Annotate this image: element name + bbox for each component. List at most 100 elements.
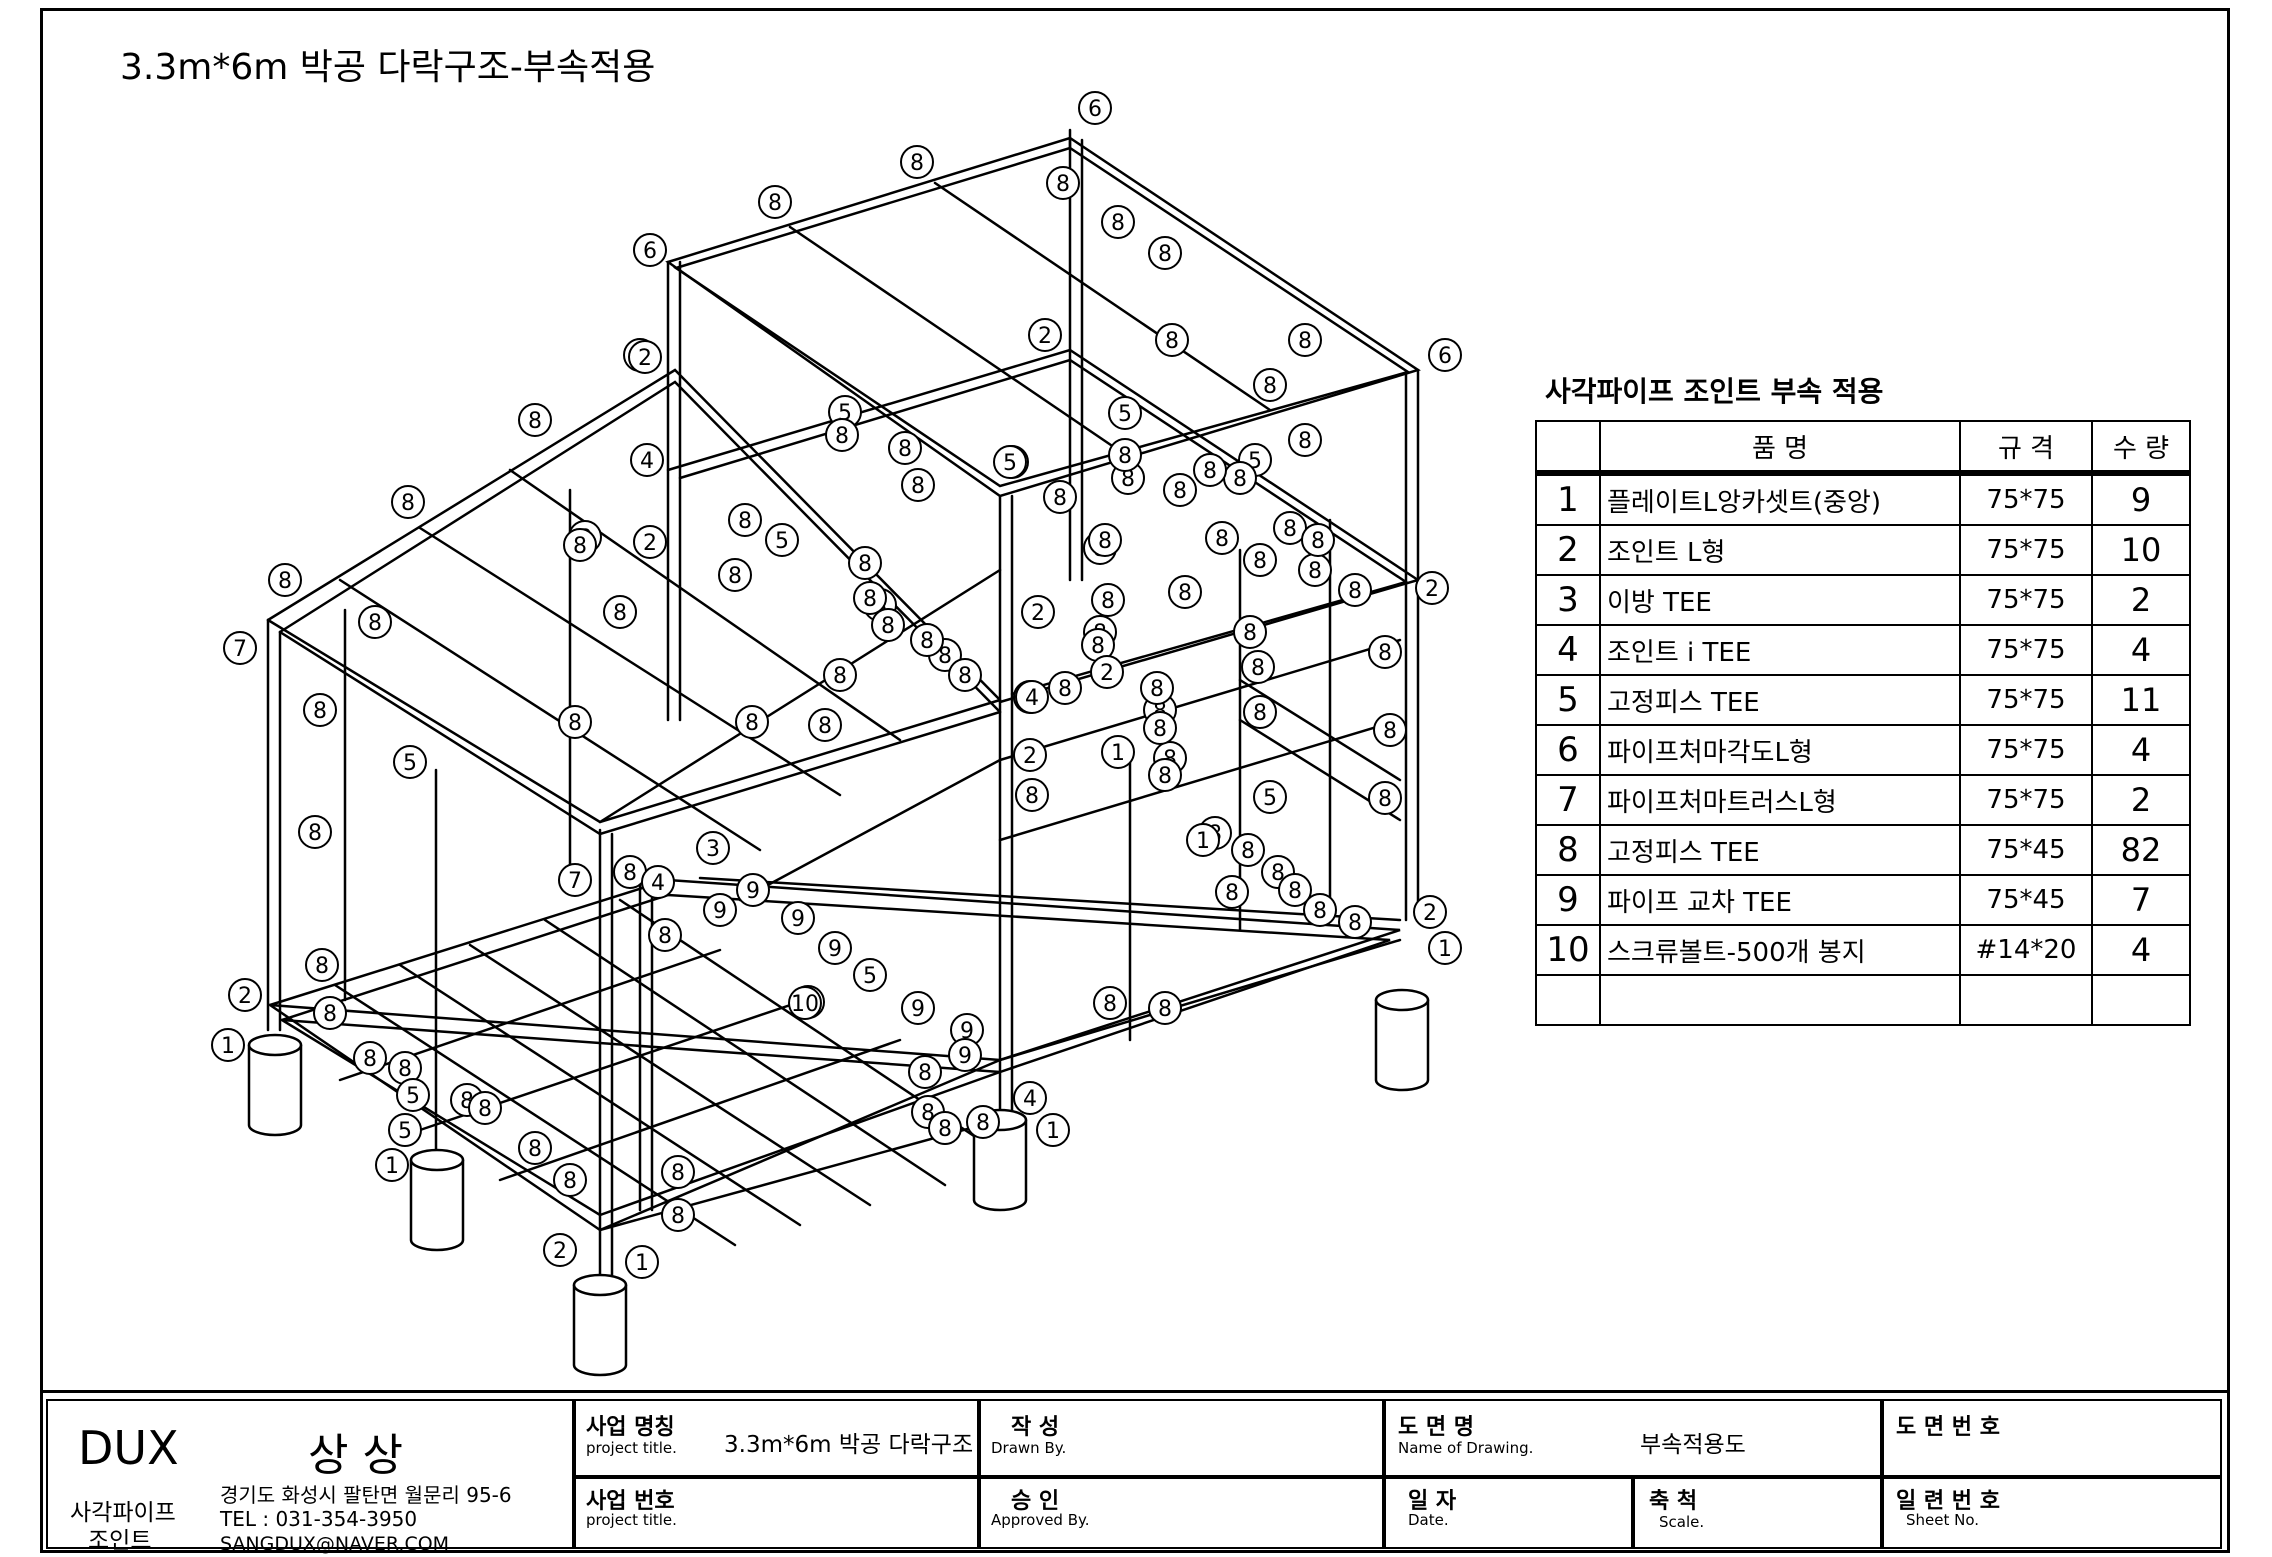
header-no	[1535, 420, 1601, 476]
callout-number: 8	[1203, 459, 1217, 484]
callout-number: 8	[1053, 486, 1067, 511]
callout-number: 8	[1378, 787, 1392, 812]
part-callout: 8	[823, 658, 857, 692]
part-callout: 8	[1046, 166, 1080, 200]
part-callout: 8	[1205, 521, 1239, 555]
callout-number: 9	[791, 907, 805, 932]
part-callout: 8	[853, 581, 887, 615]
callout-number: 8	[1288, 879, 1302, 904]
parts-cell-name: 고정피스 TEE	[1599, 824, 1961, 876]
callout-number: 7	[568, 869, 582, 894]
parts-cell-qty: 10	[2091, 524, 2191, 576]
part-callout: 8	[1288, 423, 1322, 457]
part-callout: 8	[1288, 323, 1322, 357]
part-callout: 8	[1140, 671, 1174, 705]
part-callout: 1	[1186, 823, 1220, 857]
part-callout: 2	[1415, 571, 1449, 605]
part-callout: 2	[628, 340, 662, 374]
callout-number: 8	[1158, 242, 1172, 267]
part-callout: 2	[1013, 738, 1047, 772]
part-callout: 8	[1368, 781, 1402, 815]
callout-number: 8	[315, 954, 329, 979]
drawing-no-cell: 도 면 번 호	[1882, 1399, 2222, 1477]
callout-number: 8	[818, 714, 832, 739]
parts-cell-no: 8	[1535, 824, 1601, 876]
parts-cell-spec: 75*75	[1959, 524, 2093, 576]
callout-number: 8	[1348, 579, 1362, 604]
callout-number: 9	[746, 879, 760, 904]
project-no-cell: 사업 번호 project title.	[574, 1477, 979, 1549]
part-callout: 8	[1093, 986, 1127, 1020]
callout-number: 8	[623, 861, 637, 886]
callout-number: 8	[976, 1111, 990, 1136]
part-callout: 8	[661, 1155, 695, 1189]
title-block: DUX 상 상 사각파이프 조인트 경기도 화성시 팔탄면 월문리 95-6 T…	[40, 1390, 2230, 1555]
part-callout: 6	[633, 233, 667, 267]
part-callout: 1	[1428, 931, 1462, 965]
part-callout: 8	[1043, 480, 1077, 514]
part-callout: 8	[1168, 575, 1202, 609]
callout-number: 8	[1158, 997, 1172, 1022]
callout-number: 8	[881, 614, 895, 639]
callout-number: 8	[528, 1137, 542, 1162]
callout-number: 8	[573, 534, 587, 559]
parts-cell-spec: 75*75	[1959, 624, 2093, 676]
footing-post	[409, 1148, 465, 1252]
callout-number: 8	[398, 1057, 412, 1082]
parts-row	[1535, 974, 2191, 1026]
part-callout: 8	[1298, 553, 1332, 587]
part-callout: 8	[1368, 635, 1402, 669]
parts-cell-name: 이방 TEE	[1599, 574, 1961, 626]
callout-number: 5	[863, 964, 877, 989]
parts-table-title: 사각파이프 조인트 부속 적용	[1545, 375, 1884, 408]
part-callout: 5	[393, 745, 427, 779]
brand-line2: 조인트	[88, 1528, 152, 1554]
part-callout: 8	[1278, 873, 1312, 907]
parts-cell-spec: 75*45	[1959, 874, 2093, 926]
parts-cell-qty: 11	[2091, 674, 2191, 726]
callout-number: 8	[613, 601, 627, 626]
part-callout: 5	[388, 1113, 422, 1147]
callout-number: 8	[1215, 527, 1229, 552]
callout-number: 8	[1378, 641, 1392, 666]
project-name-cell: 사업 명칭 project title. 3.3m*6m 박공 다락구조	[574, 1399, 979, 1477]
part-callout: 8	[1101, 205, 1135, 239]
callout-number: 8	[898, 437, 912, 462]
callout-number: 1	[1196, 829, 1210, 854]
callout-number: 8	[858, 552, 872, 577]
parts-cell-spec: 75*75	[1959, 472, 2093, 526]
part-callout: 8	[728, 503, 762, 537]
parts-cell-spec: 75*75	[1959, 674, 2093, 726]
callout-number: 8	[1313, 899, 1327, 924]
parts-cell-no: 6	[1535, 724, 1601, 776]
part-callout: 9	[703, 893, 737, 927]
callout-number: 8	[1091, 634, 1105, 659]
callout-number: 8	[671, 1161, 685, 1186]
callout-number: 8	[1118, 444, 1132, 469]
part-callout: 8	[1233, 615, 1267, 649]
callout-number: 2	[1425, 577, 1439, 602]
parts-cell-name: 스크류볼트-500개 봉지	[1599, 924, 1961, 976]
part-callout: 8	[1243, 695, 1277, 729]
part-callout: 9	[948, 1038, 982, 1072]
callout-number: 8	[1158, 764, 1172, 789]
parts-cell-no: 9	[1535, 874, 1601, 926]
callout-number: 8	[401, 491, 415, 516]
part-callout: 2	[1413, 895, 1447, 929]
drawing-sheet	[40, 8, 2230, 1553]
parts-cell-name: 조인트 i TEE	[1599, 624, 1961, 676]
part-callout: 2	[543, 1233, 577, 1267]
part-callout: 8	[1303, 893, 1337, 927]
part-callout: 8	[303, 693, 337, 727]
callout-number: 2	[238, 984, 252, 1009]
part-callout: 8	[1143, 711, 1177, 745]
parts-cell-spec: 75*45	[1959, 824, 2093, 876]
callout-number: 2	[643, 531, 657, 556]
part-callout: 8	[391, 485, 425, 519]
brand-line1: 사각파이프	[70, 1500, 176, 1526]
callout-number: 8	[1178, 581, 1192, 606]
callout-number: 8	[1025, 784, 1039, 809]
